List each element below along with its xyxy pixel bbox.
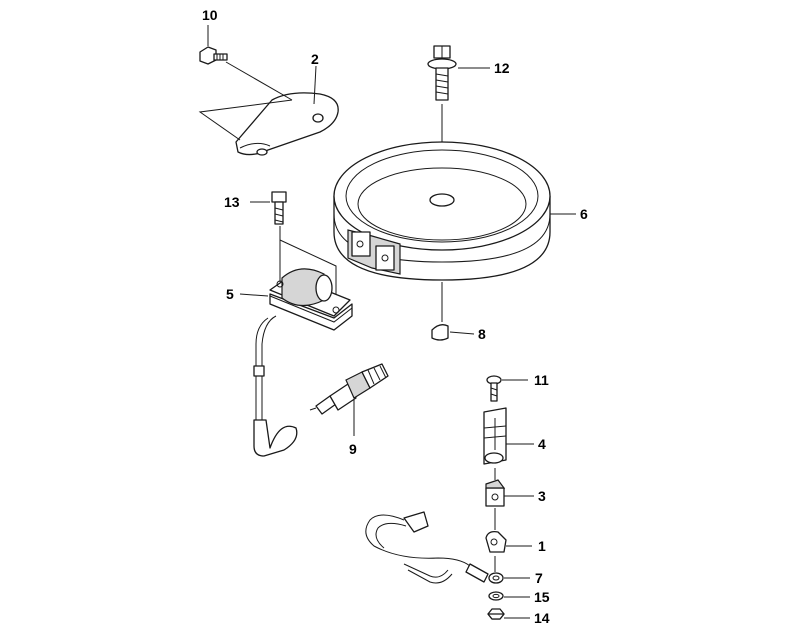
part-8-key xyxy=(431,324,449,341)
leader-8 xyxy=(449,331,475,335)
part-10-screw xyxy=(199,46,228,65)
callout-8: 8 xyxy=(478,326,486,342)
part-14-nut xyxy=(487,608,505,620)
part-5-ignition-coil xyxy=(253,268,353,457)
part-13-bolt xyxy=(271,191,287,225)
callout-6: 6 xyxy=(580,206,588,222)
callout-13: 13 xyxy=(224,194,240,210)
callout-9: 9 xyxy=(349,441,357,457)
part-1-clip xyxy=(485,530,507,553)
part-12-bolt xyxy=(427,45,457,101)
part-4-terminal xyxy=(483,407,507,465)
callout-7: 7 xyxy=(535,570,543,586)
part-11-screw xyxy=(486,375,502,402)
callout-11: 11 xyxy=(534,372,549,388)
part-15-washer xyxy=(488,591,504,601)
leader-5 xyxy=(239,293,269,297)
callout-5: 5 xyxy=(226,286,234,302)
callout-12: 12 xyxy=(494,60,510,76)
callout-1: 1 xyxy=(538,538,546,554)
callout-2: 2 xyxy=(311,51,319,67)
callout-14: 14 xyxy=(534,610,550,626)
part-2-cover xyxy=(235,92,339,156)
part-6-flywheel xyxy=(333,141,551,281)
callout-4: 4 xyxy=(538,436,546,452)
part-3-switch xyxy=(485,479,506,507)
leader-2 xyxy=(313,65,317,105)
part-9-spark-plug xyxy=(309,363,389,415)
callout-10: 10 xyxy=(202,7,218,23)
callout-3: 3 xyxy=(538,488,546,504)
part-7-stop-wire xyxy=(365,511,504,584)
callout-15: 15 xyxy=(534,589,550,605)
